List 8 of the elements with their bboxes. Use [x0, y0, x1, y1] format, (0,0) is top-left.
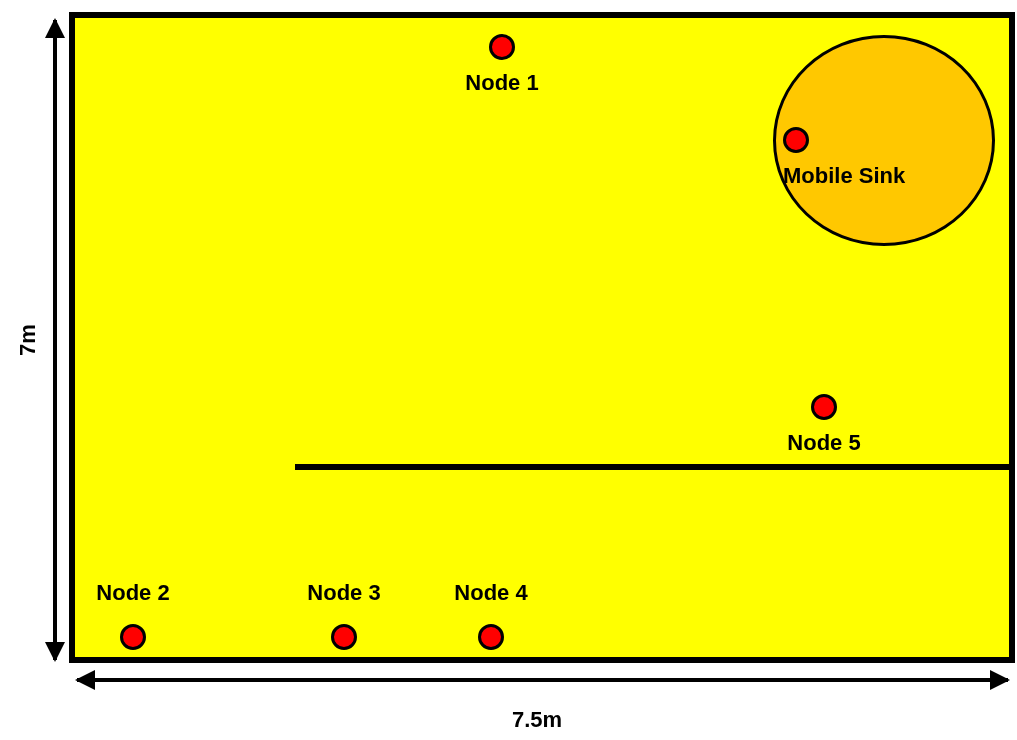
node-label: Mobile Sink	[783, 163, 906, 189]
node-label: Node 2	[96, 580, 170, 606]
dimension-label: 7.5m	[511, 707, 563, 733]
dimension-label: 7m	[15, 324, 41, 356]
node-label: Node 3	[307, 580, 381, 606]
node-label: Node 1	[465, 70, 539, 96]
node-label: Node 5	[787, 430, 861, 456]
node-label: Node 4	[454, 580, 528, 606]
